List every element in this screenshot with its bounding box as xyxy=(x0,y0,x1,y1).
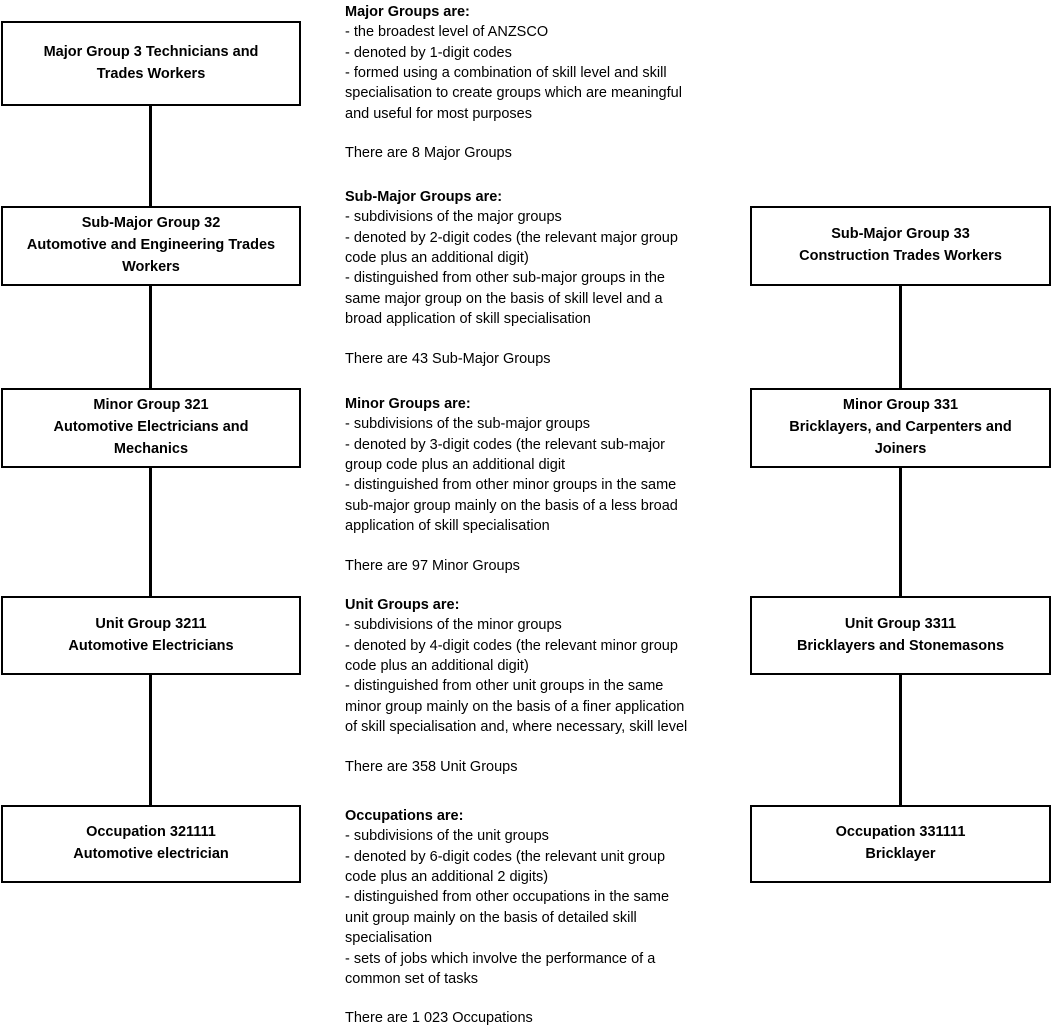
node-sub-major-group-32[interactable]: Sub-Major Group 32 Automotive and Engine… xyxy=(1,206,301,286)
node-label-unit-group-3311: Unit Group 3311 Bricklayers and Stonemas… xyxy=(796,615,1005,654)
occupations-description-spacer xyxy=(345,989,723,1008)
node-minor-group-321[interactable]: Minor Group 321 Automotive Electricians … xyxy=(1,388,301,468)
major-groups-description-count: There are 8 Major Groups xyxy=(345,145,512,162)
major-groups-description-spacer xyxy=(345,124,723,143)
node-label-unit-group-3211: Unit Group 3211 Automotive Electricians xyxy=(68,615,234,654)
node-label-occupation-321111: Occupation 321111 Automotive electrician xyxy=(73,824,229,862)
sub-major-groups-description-count: There are 43 Sub-Major Groups xyxy=(345,350,551,367)
unit-groups-description-spacer xyxy=(345,738,723,757)
left-connector-3 xyxy=(149,467,152,597)
occupations-description-title: Occupations are: xyxy=(345,808,464,824)
node-label-sub-major-group-33: Sub-Major Group 33 Construction Trades W… xyxy=(799,226,1002,264)
unit-groups-description-body: - subdivisions of the minor groups - den… xyxy=(345,617,688,736)
major-groups-description: Major Groups are: - the broadest level o… xyxy=(345,2,723,164)
minor-groups-description-spacer xyxy=(345,537,723,556)
minor-groups-description-count: There are 97 Minor Groups xyxy=(345,557,520,574)
unit-groups-description: Unit Groups are: - subdivisions of the m… xyxy=(345,595,723,777)
left-connector-1 xyxy=(149,105,152,207)
sub-major-groups-description-title: Sub-Major Groups are: xyxy=(345,189,503,205)
left-connector-2 xyxy=(149,285,152,389)
occupations-description-body: - subdivisions of the unit groups - deno… xyxy=(345,828,670,987)
occupations-description-count: There are 1 023 Occupations xyxy=(345,1010,533,1027)
minor-groups-description-title: Minor Groups are: xyxy=(345,396,471,412)
node-label-minor-group-321: Minor Group 321 Automotive Electricians … xyxy=(53,397,249,457)
node-label-minor-group-331: Minor Group 331 Bricklayers, and Carpent… xyxy=(789,397,1012,457)
sub-major-groups-description: Sub-Major Groups are: - subdivisions of … xyxy=(345,187,723,369)
node-label-occupation-331111: Occupation 331111 Bricklayer xyxy=(835,824,966,862)
right-connector-2 xyxy=(899,467,902,597)
node-minor-group-331[interactable]: Minor Group 331 Bricklayers, and Carpent… xyxy=(750,388,1051,468)
node-sub-major-group-33[interactable]: Sub-Major Group 33 Construction Trades W… xyxy=(750,206,1051,286)
unit-groups-description-title: Unit Groups are: xyxy=(345,597,460,613)
sub-major-groups-description-body: - subdivisions of the major groups - den… xyxy=(345,209,678,328)
node-label-sub-major-group-32: Sub-Major Group 32 Automotive and Engine… xyxy=(26,215,276,275)
node-unit-group-3211[interactable]: Unit Group 3211 Automotive Electricians xyxy=(1,596,301,675)
unit-groups-description-count: There are 358 Unit Groups xyxy=(345,758,518,775)
right-connector-1 xyxy=(899,285,902,389)
node-unit-group-3311[interactable]: Unit Group 3311 Bricklayers and Stonemas… xyxy=(750,596,1051,675)
node-occupation-321111[interactable]: Occupation 321111 Automotive electrician xyxy=(1,805,301,883)
minor-groups-description: Minor Groups are: - subdivisions of the … xyxy=(345,394,723,576)
right-connector-3 xyxy=(899,674,902,806)
minor-groups-description-body: - subdivisions of the sub-major groups -… xyxy=(345,416,678,535)
node-occupation-331111[interactable]: Occupation 331111 Bricklayer xyxy=(750,805,1051,883)
major-groups-description-body: - the broadest level of ANZSCO - denoted… xyxy=(345,24,682,122)
major-groups-description-title: Major Groups are: xyxy=(345,4,470,20)
occupations-description: Occupations are: - subdivisions of the u… xyxy=(345,806,723,1029)
sub-major-groups-description-spacer xyxy=(345,330,723,349)
node-label-major-group-3: Major Group 3 Technicians and Trades Wor… xyxy=(43,43,259,82)
node-major-group-3[interactable]: Major Group 3 Technicians and Trades Wor… xyxy=(1,21,301,106)
left-connector-4 xyxy=(149,674,152,806)
